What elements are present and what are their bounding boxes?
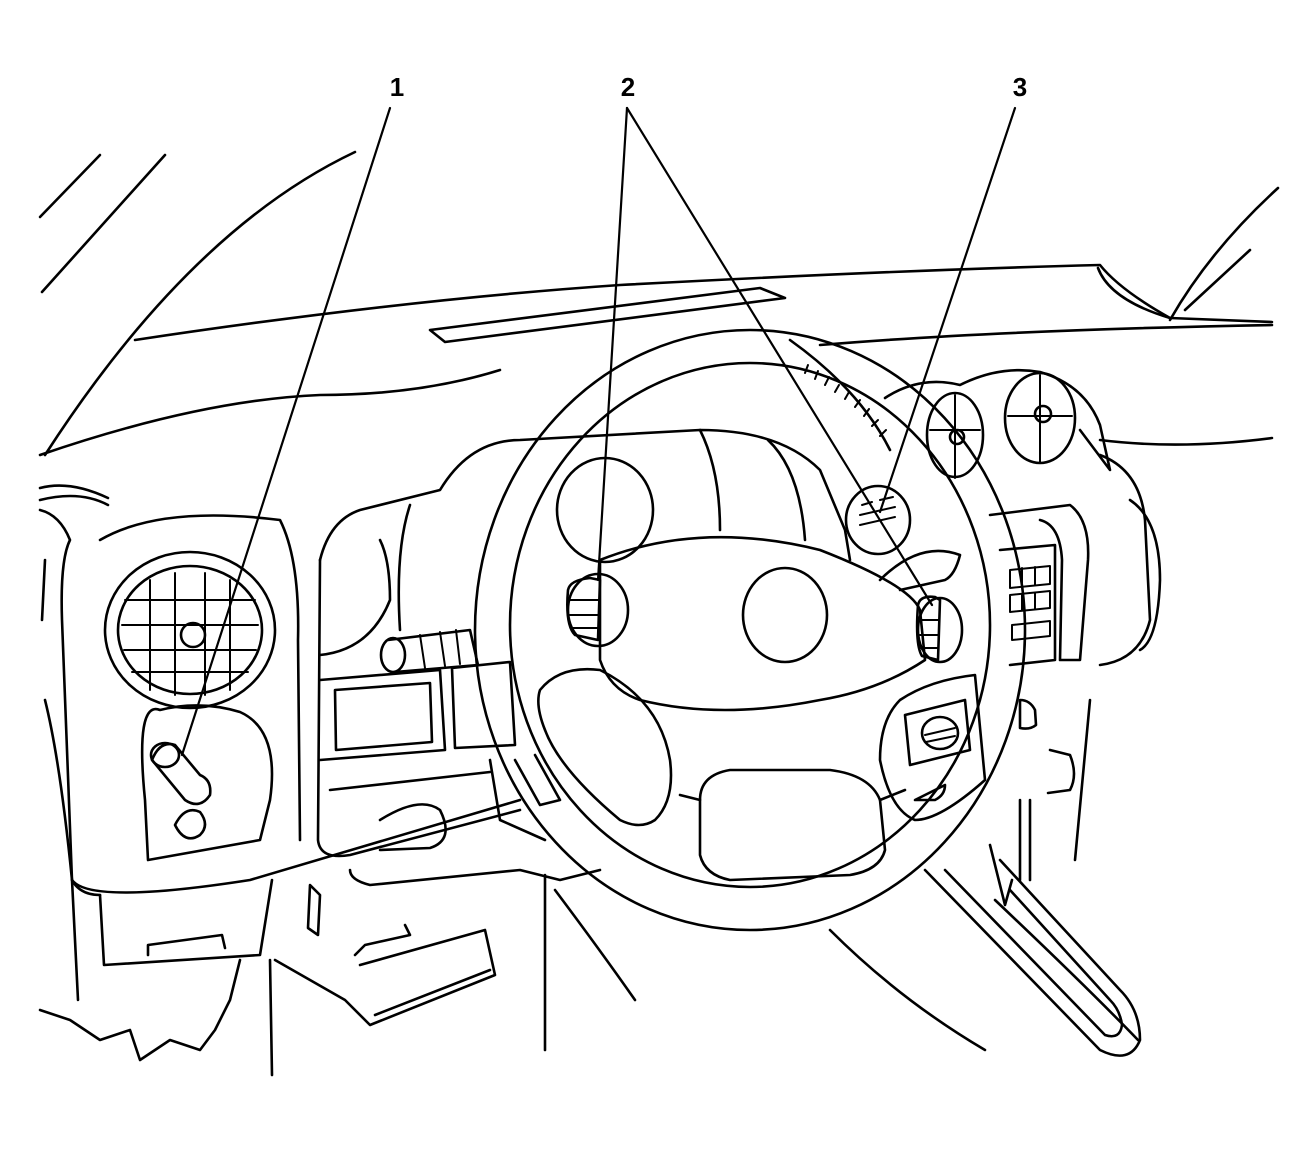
instrument-cluster	[316, 428, 852, 858]
callout-1: 1	[390, 72, 404, 102]
leader-line-1	[180, 106, 392, 757]
left-dash-panel	[38, 484, 522, 1077]
callout-labels: 1 2 3	[390, 72, 1027, 102]
left-air-vent	[103, 550, 277, 710]
leader-lines	[180, 106, 1017, 757]
callout-3: 3	[1013, 72, 1027, 102]
leader-line-2a	[596, 106, 629, 582]
lower-center-console	[273, 753, 637, 1052]
right-dash-area	[844, 368, 1162, 1057]
dashboard-top	[38, 263, 1274, 457]
steering-wheel	[473, 328, 1027, 1052]
windshield-lines	[38, 150, 1280, 457]
callout-2: 2	[621, 72, 635, 102]
leader-line-3	[878, 106, 1017, 514]
left-control-knobs	[149, 741, 212, 840]
gauge-ticks	[788, 338, 892, 452]
leader-line-2b	[625, 106, 934, 607]
